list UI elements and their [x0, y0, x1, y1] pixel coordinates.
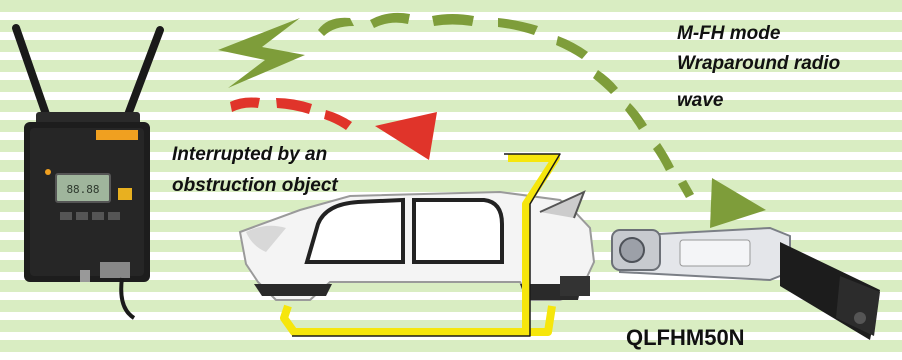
device-display-text: 88.88 [66, 183, 99, 196]
mode-label-line-1: M-FH mode [677, 22, 780, 46]
mode-label-line-3: wave [677, 89, 723, 113]
background-stripe [0, 0, 902, 12]
obstruction-label-line-2: obstruction object [172, 174, 338, 198]
background-stripe [0, 340, 902, 352]
obstruction-label-line-1: Interrupted by an [172, 143, 327, 167]
model-name-label: QLFHM50N [626, 324, 745, 352]
mode-label-line-2: Wraparound radio [677, 52, 840, 76]
background-stripe [0, 300, 902, 312]
